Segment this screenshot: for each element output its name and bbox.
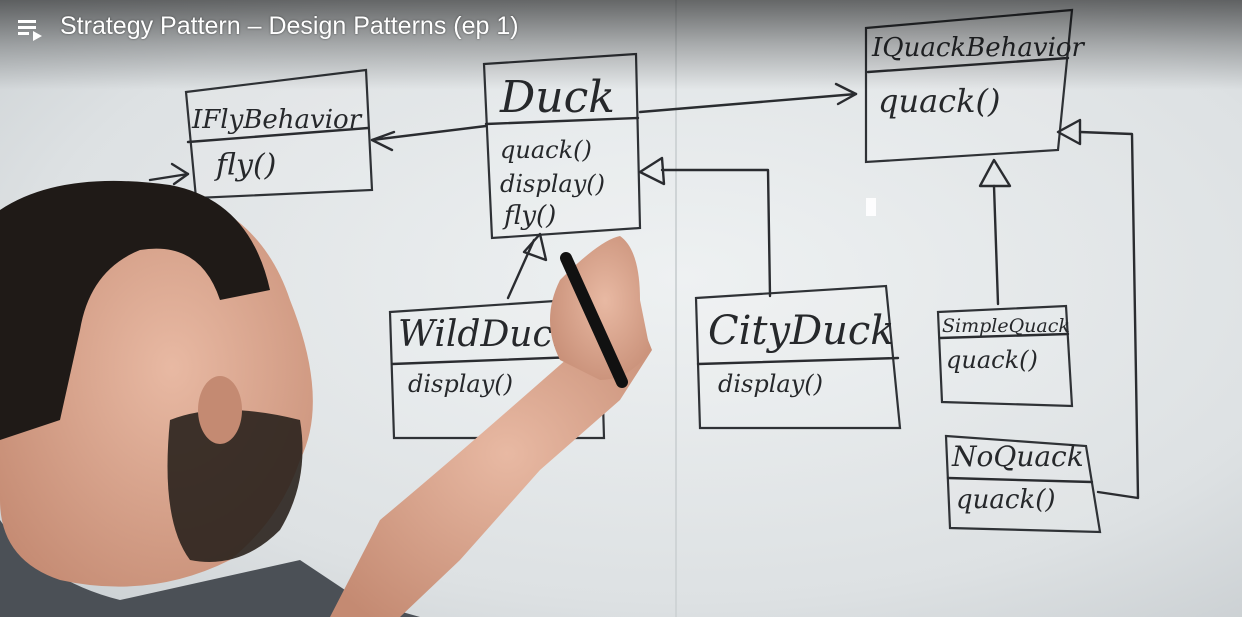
simple-quack-name: SimpleQuack [942, 315, 1070, 337]
wild-duck-method: display() [408, 370, 513, 398]
duck-method-display: display() [500, 170, 605, 198]
no-quack-method: quack() [956, 485, 1056, 515]
duck-to-ifly-arrow [370, 124, 488, 142]
city-duck-method: display() [718, 370, 823, 398]
video-title[interactable]: Strategy Pattern – Design Patterns (ep 1… [60, 11, 519, 40]
simple-quack-inherit-head [978, 158, 1012, 188]
wild-duck-inherit-line [506, 238, 536, 300]
uml-connectors [148, 82, 1140, 500]
playlist-icon [18, 20, 42, 41]
duck-to-iquack-arrow [638, 92, 858, 114]
city-duck-box: CityDuck display() [694, 284, 902, 430]
playlist-button[interactable] [10, 10, 50, 50]
city-duck-name: CityDuck [708, 308, 895, 354]
ifly-behavior-method: fly() [214, 148, 276, 183]
city-duck-inherit-line [660, 168, 772, 298]
simple-quack-method: quack() [946, 346, 1038, 374]
wild-duck-inherit-head [522, 232, 548, 262]
presenter-hair [0, 180, 270, 440]
ifly-incoming-arrow [148, 172, 190, 182]
iquack-behavior-method: quack() [878, 82, 1000, 120]
marker-pen [560, 252, 628, 388]
simple-quack-inherit-line [992, 184, 1000, 306]
light-reflection [866, 198, 876, 216]
duck-box: Duck quack() display() fly() [482, 52, 642, 240]
no-quack-box: NoQuack quack() [944, 434, 1102, 534]
duck-name: Duck [499, 72, 615, 123]
city-duck-inherit-head [638, 156, 666, 186]
presenter-arm [330, 320, 652, 617]
no-quack-name: NoQuack [951, 440, 1084, 473]
presenter-ear [198, 376, 242, 444]
ifly-behavior-box: IFlyBehavior fly() [184, 68, 374, 200]
iquack-behavior-name: IQuackBehavior [871, 33, 1086, 63]
iquack-behavior-box: IQuackBehavior quack() [864, 8, 1086, 164]
ifly-behavior-name: IFlyBehavior [191, 105, 363, 135]
presenter [0, 180, 652, 617]
no-quack-inherit-line [1078, 130, 1140, 500]
wild-duck-name: WildDuck [398, 314, 574, 355]
no-quack-inherit-head [1056, 118, 1082, 146]
presenter-beard [167, 410, 303, 562]
player-title-bar: Strategy Pattern – Design Patterns (ep 1… [0, 0, 519, 56]
duck-method-fly: fly() [502, 201, 556, 231]
presenter-shirt [0, 520, 420, 617]
simple-quack-box: SimpleQuack quack() [936, 304, 1074, 408]
duck-method-quack: quack() [500, 136, 592, 164]
